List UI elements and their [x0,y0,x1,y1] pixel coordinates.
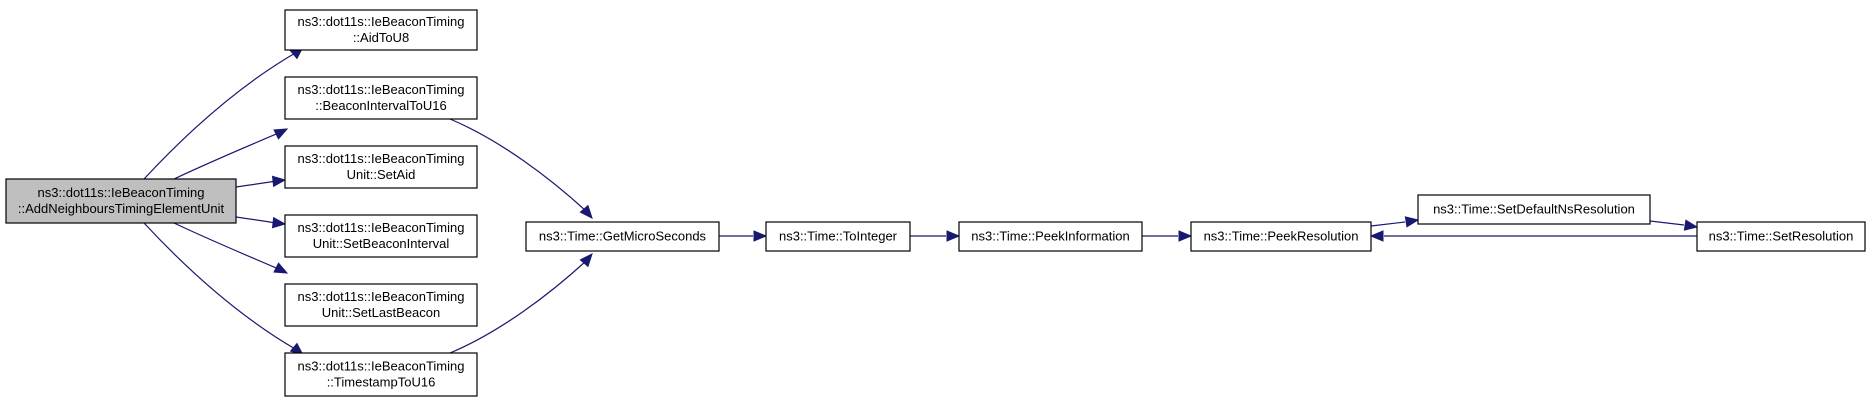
node-box [5,178,237,224]
node-to-integer[interactable]: ns3::Time::ToInteger [765,221,911,252]
node-set-resolution[interactable]: ns3::Time::SetResolution [1696,221,1866,252]
edge-add_neighbours-to-unit_set_last_beacon [173,222,289,274]
arrowhead-icon [273,262,289,274]
edge-line [235,180,277,188]
edge-line [235,216,277,224]
node-label-line: ns3::dot11s::IeBeaconTiming [298,359,465,374]
node-label-line: Unit::SetBeaconInterval [313,236,450,251]
node-label-line: ns3::Time::SetResolution [1709,229,1854,244]
node-peek-information[interactable]: ns3::Time::PeekInformation [958,221,1143,252]
node-set-default-ns-resolution[interactable]: ns3::Time::SetDefaultNsResolution [1417,194,1651,225]
edge-add_neighbours-to-timestamp_to_u16 [143,222,304,356]
node-label-line: ::TimestampToU16 [327,375,436,390]
arrowhead-icon [946,230,961,242]
node-box [284,283,478,327]
edge-timestamp_to_u16-to-get_micro_seconds [449,253,593,354]
edge-line [449,118,587,212]
arrowhead-icon [1369,230,1384,242]
edge-get_micro_seconds-to-to_integer [719,230,768,242]
node-box [958,221,1143,252]
function-nodes: ns3::dot11s::IeBeaconTiming::AddNeighbou… [5,9,1866,397]
node-unit-set-last-beacon[interactable]: ns3::dot11s::IeBeaconTimingUnit::SetLast… [284,283,478,327]
node-box [1417,194,1651,225]
edge-line [173,131,282,180]
arrowhead-icon [273,128,289,140]
edge-add_neighbours-to-unit_set_beacon_interval [235,216,287,229]
edge-to_integer-to-peek_information [910,230,961,242]
node-label-line: ns3::dot11s::IeBeaconTiming [298,14,465,29]
arrowhead-icon [753,230,768,242]
node-label-line: ns3::dot11s::IeBeaconTiming [298,289,465,304]
edge-set_default_ns_resolution-to-set_resolution [1649,219,1699,231]
arrowhead-icon [1404,216,1420,228]
edge-line [173,222,282,271]
arrowhead-icon [1178,230,1193,242]
arrowhead-icon [579,253,593,268]
node-box [765,221,911,252]
node-box [284,214,478,258]
node-box [284,352,478,397]
node-label-line: ns3::Time::ToInteger [779,229,898,244]
node-add-neighbours: ns3::dot11s::IeBeaconTiming::AddNeighbou… [5,178,237,224]
edge-line [143,51,298,180]
edge-peek_resolution-to-set_default_ns_resolution [1370,216,1420,228]
call-edges [143,46,1699,356]
node-box [284,9,478,51]
node-box [284,145,478,189]
node-box [284,76,478,120]
node-box [525,221,720,252]
node-label-line: ::BeaconIntervalToU16 [315,98,447,113]
edge-add_neighbours-to-unit_set_aid [235,175,287,188]
node-label-line: ns3::dot11s::IeBeaconTiming [298,151,465,166]
node-label-line: ns3::Time::GetMicroSeconds [539,229,707,244]
node-label-line: ::AddNeighboursTimingElementUnit [18,201,225,216]
edge-set_resolution-to-peek_resolution [1369,230,1697,242]
node-label-line: ns3::Time::PeekInformation [971,229,1129,244]
node-label-line: Unit::SetAid [347,167,416,182]
node-unit-set-beacon-interval[interactable]: ns3::dot11s::IeBeaconTimingUnit::SetBeac… [284,214,478,258]
edge-line [1649,220,1685,226]
node-aid-to-u8[interactable]: ns3::dot11s::IeBeaconTiming::AidToU8 [284,9,478,51]
node-label-line: ns3::dot11s::IeBeaconTiming [298,220,465,235]
edge-line [449,260,587,354]
edge-line [1370,221,1406,227]
arrowhead-icon [271,175,287,188]
node-get-micro-seconds[interactable]: ns3::Time::GetMicroSeconds [525,221,720,252]
node-label-line: ns3::Time::PeekResolution [1204,229,1359,244]
node-box [1190,221,1372,252]
edge-beacon_interval_to_u16-to-get_micro_seconds [449,118,593,219]
arrowhead-icon [1683,219,1699,231]
node-label-line: Unit::SetLastBeacon [322,305,441,320]
edge-add_neighbours-to-aid_to_u8 [143,46,304,180]
node-label-line: ns3::Time::SetDefaultNsResolution [1433,202,1635,217]
node-label-line: ::AidToU8 [353,30,409,45]
node-beacon-interval-to-u16[interactable]: ns3::dot11s::IeBeaconTiming::BeaconInter… [284,76,478,120]
node-label-line: ns3::dot11s::IeBeaconTiming [38,185,205,200]
node-box [1696,221,1866,252]
edge-peek_information-to-peek_resolution [1142,230,1193,242]
edge-add_neighbours-to-beacon_interval_to_u16 [173,128,289,180]
node-label-line: ns3::dot11s::IeBeaconTiming [298,82,465,97]
node-timestamp-to-u16[interactable]: ns3::dot11s::IeBeaconTiming::TimestampTo… [284,352,478,397]
arrowhead-icon [271,216,287,229]
edge-line [143,222,298,351]
arrowhead-icon [579,204,593,219]
node-peek-resolution[interactable]: ns3::Time::PeekResolution [1190,221,1372,252]
